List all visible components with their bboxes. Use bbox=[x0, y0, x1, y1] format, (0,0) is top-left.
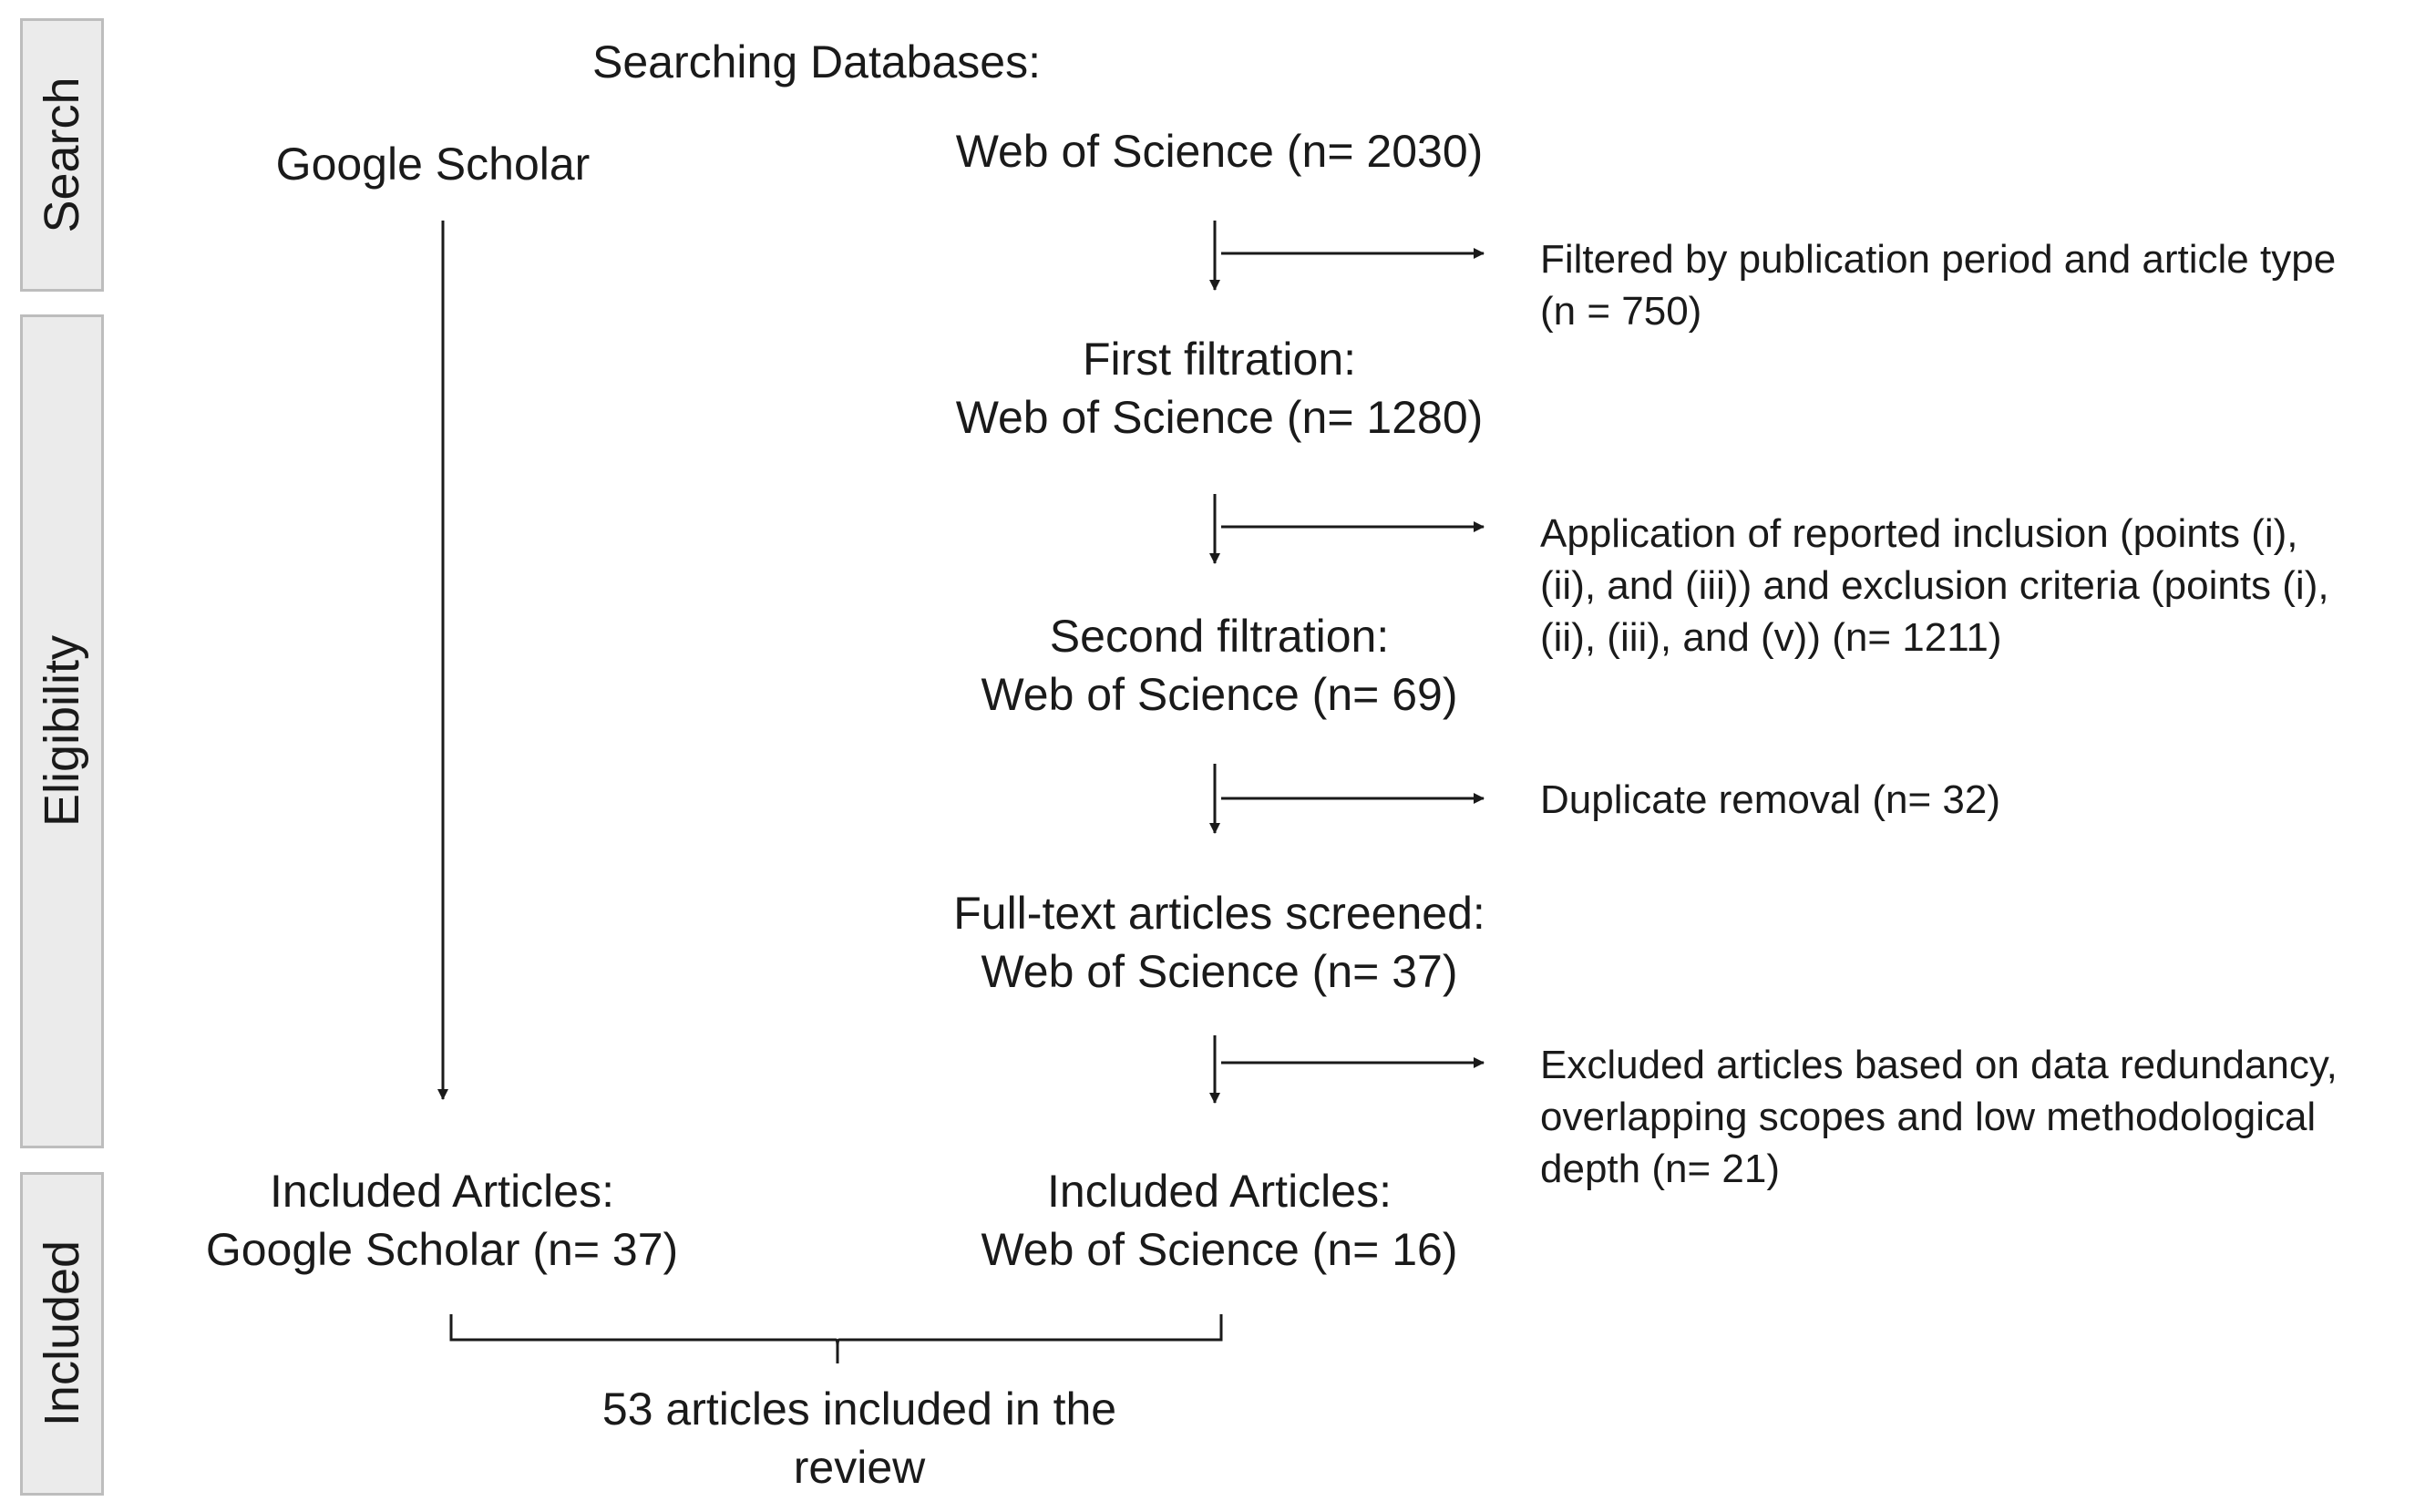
wos-included-count: Web of Science (n= 16) bbox=[981, 1224, 1458, 1275]
phase-bar-search bbox=[20, 18, 104, 292]
exclusion-note-4: Excluded articles based on data redundan… bbox=[1540, 1039, 2338, 1195]
google-scholar-included-count: Google Scholar (n= 37) bbox=[205, 1224, 679, 1275]
exclusion-note-1-line-1: Filtered by publication period and artic… bbox=[1540, 237, 2337, 282]
wos-second-filtration-title: Second filtration: bbox=[1049, 611, 1390, 662]
total-included-line-1: 53 articles included in the bbox=[601, 1383, 1117, 1435]
exclusion-note-4-line-1: Excluded articles based on data redundan… bbox=[1540, 1043, 2338, 1087]
exclusion-note-2-line-3: (ii), (iii), and (v)) (n= 1211) bbox=[1540, 615, 2002, 660]
exclusion-note-3-line-1: Duplicate removal (n= 32) bbox=[1540, 777, 2001, 822]
phase-bar-included bbox=[20, 1172, 104, 1496]
exclusion-note-2-line-2: (ii), and (iii)) and exclusion criteria … bbox=[1540, 563, 2329, 608]
wos-fulltext-title: Full-text articles screened: bbox=[953, 888, 1485, 939]
wos-initial-count: Web of Science (n= 2030) bbox=[955, 126, 1484, 177]
wos-fulltext-count: Web of Science (n= 37) bbox=[981, 946, 1458, 997]
exclusion-note-2-line-1: Application of reported inclusion (point… bbox=[1540, 511, 2298, 556]
exclusion-note-1: Filtered by publication period and artic… bbox=[1540, 233, 2336, 337]
exclusion-note-2: Application of reported inclusion (point… bbox=[1540, 508, 2329, 663]
merge-bracket bbox=[449, 1314, 1223, 1363]
google-scholar-included-title: Included Articles: bbox=[270, 1166, 614, 1217]
exclusion-note-1-line-2: (n = 750) bbox=[1540, 289, 1702, 334]
exclusion-note-4-line-3: depth (n= 21) bbox=[1540, 1147, 1780, 1191]
exclusion-note-3: Duplicate removal (n= 32) bbox=[1540, 774, 2000, 826]
total-included: 53 articles included in the review bbox=[602, 1380, 1116, 1497]
wos-included-title: Included Articles: bbox=[1047, 1166, 1392, 1217]
total-included-line-2: review bbox=[793, 1442, 926, 1493]
wos-first-filtration-title: First filtration: bbox=[1082, 334, 1357, 385]
google-scholar-source: Google Scholar bbox=[275, 139, 591, 190]
wos-first-filtration-count: Web of Science (n= 1280) bbox=[955, 392, 1484, 443]
phase-bar-eligibility bbox=[20, 314, 104, 1148]
exclusion-note-4-line-2: overlapping scopes and low methodologica… bbox=[1540, 1095, 2317, 1139]
searching-databases-heading: Searching Databases: bbox=[592, 36, 1041, 87]
wos-second-filtration-count: Web of Science (n= 69) bbox=[981, 669, 1458, 720]
